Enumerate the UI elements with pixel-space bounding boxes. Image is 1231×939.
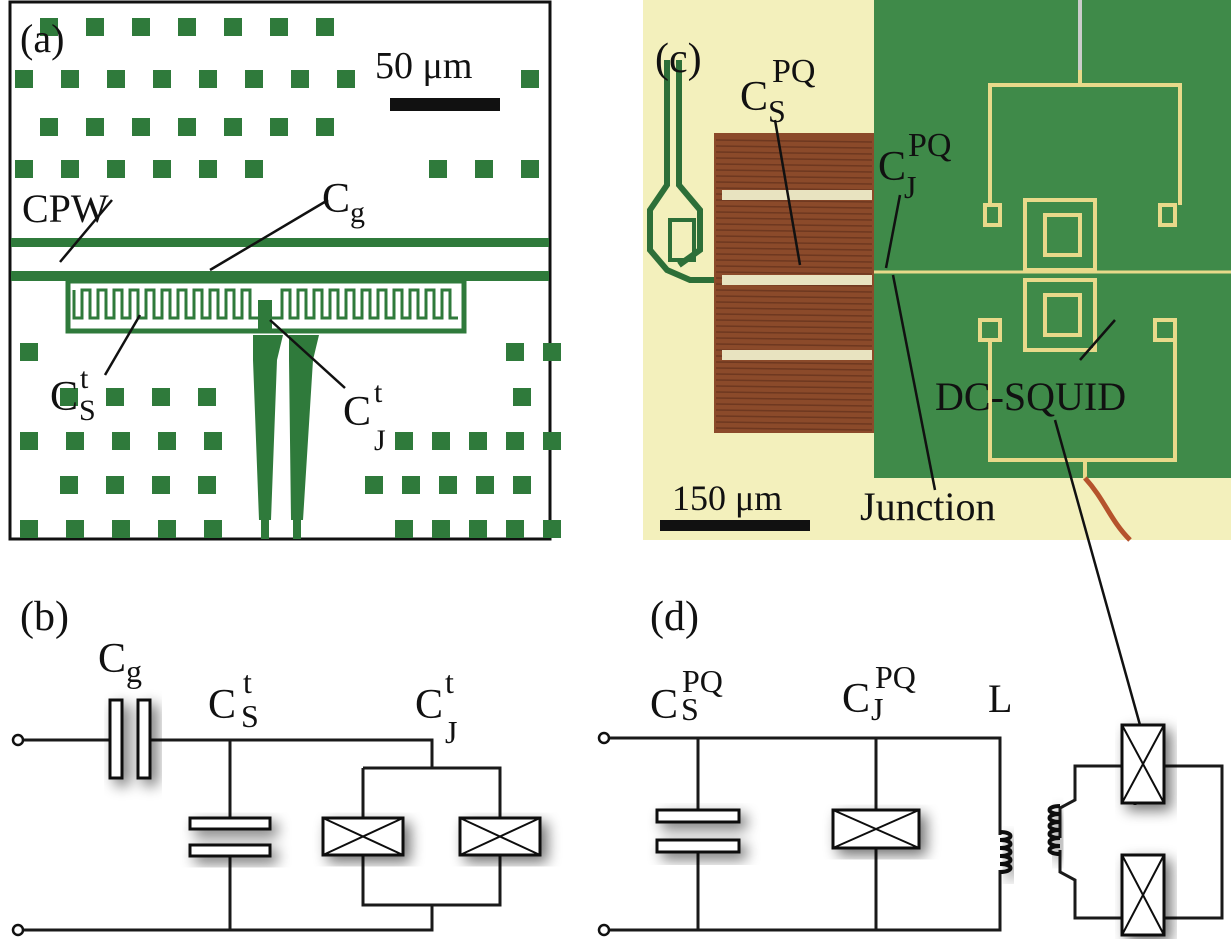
capacitor-cg (108, 698, 152, 780)
cs-sub-c: S (768, 93, 786, 129)
cj-c-pointer (884, 194, 902, 269)
cj-label-a: C (343, 389, 371, 435)
terminal-d-top (597, 731, 611, 745)
cj-sub-b: J (445, 714, 457, 750)
josephson-junction-b1 (321, 816, 405, 857)
cs-sup-c: PQ (772, 53, 815, 90)
cj-sub-a: J (374, 424, 386, 457)
cs-sub-b: S (241, 698, 259, 734)
panel-label-b: (b) (20, 594, 69, 640)
terminal-d-bottom (597, 923, 611, 937)
cs-label-c: C (740, 74, 768, 120)
cs-pointer (103, 314, 142, 376)
cj-label-c: C (878, 144, 906, 190)
capacitor-cs-pq (655, 808, 741, 854)
cs-label-d: C (650, 682, 678, 728)
squid-junction-bottom (1120, 853, 1166, 937)
squid-junction-top (1120, 723, 1166, 805)
ground-plane-holes (15, 18, 561, 538)
cg-label-a: Cg (322, 176, 365, 229)
panel-label-c: (c) (655, 36, 702, 82)
scale-text-a: 50 μm (375, 45, 472, 87)
cpw-ground-line (11, 271, 549, 281)
scale-text-c: 150 μm (672, 478, 782, 518)
panel-label-a: (a) (20, 16, 64, 61)
josephson-junction-d (831, 808, 921, 850)
cs-sup-b: t (243, 664, 252, 700)
feedline-bridge (668, 218, 696, 262)
left-lead-stem (261, 500, 269, 539)
bond-wire (1083, 476, 1132, 542)
interdigital-capacitor-frame (65, 278, 467, 334)
cj-sup-d: PQ (875, 659, 916, 695)
terminal-b-top (11, 733, 25, 747)
cpw-pointer (59, 199, 113, 263)
cj-label-d: C (842, 676, 870, 722)
cs-c-pointer (773, 119, 802, 266)
cs-sub-a: S (79, 394, 96, 427)
cj-sub-c: J (904, 169, 916, 205)
cj-sup-a: t (374, 376, 383, 409)
panel-d: (d) (597, 594, 1224, 937)
junction-pad (258, 300, 272, 330)
capacitor-fingers (715, 139, 873, 431)
cs-sub-d: S (681, 691, 699, 727)
cj-sub-d: J (871, 691, 883, 727)
josephson-junction-b2 (458, 816, 542, 857)
panel-a-frame (8, 0, 552, 541)
cj-sup-b: t (445, 664, 454, 700)
cs-sup-a: t (80, 362, 89, 395)
panel-b: (b) Cg (11, 594, 542, 937)
squid-label: DC-SQUID (935, 374, 1126, 419)
junction-label: Junction (860, 484, 996, 529)
terminal-b-bottom (11, 923, 25, 937)
left-lead (253, 335, 283, 520)
cs-label-a: C (50, 374, 78, 420)
inductor-secondary (1047, 804, 1061, 856)
squid-loops (978, 0, 1182, 480)
cs-label-b: C (208, 682, 236, 728)
cj-pointer (269, 319, 346, 389)
scale-bar-a (390, 98, 500, 111)
cs-sup-d: PQ (682, 663, 723, 699)
cpw-center-line (11, 238, 549, 247)
circuit-b-wires (18, 738, 502, 932)
inductor-label: L (988, 676, 1012, 721)
cg-label-b: Cg (98, 636, 142, 689)
junction-pointer (891, 274, 937, 491)
cj-label-b: C (415, 682, 443, 728)
squid-ground-pad (874, 0, 1231, 478)
cj-sup-c: PQ (908, 127, 951, 164)
cg-pointer (209, 198, 329, 272)
cpw-label: CPW (22, 186, 109, 231)
panel-a: 50 μm (a) CPW Cg C t S C t J (8, 0, 561, 541)
panel-label-d: (d) (650, 594, 699, 640)
right-lead-stem (293, 500, 301, 539)
squid-to-circuit-connector (1053, 419, 1142, 726)
right-lead (289, 335, 319, 520)
capacitor-cs (188, 816, 272, 858)
scale-bar-c (660, 520, 810, 531)
inductor-primary (999, 830, 1013, 874)
panel-c: (c) C PQ S C PQ J Junction DC-SQUID 150 … (643, 0, 1231, 542)
squid-pointer (1079, 319, 1116, 361)
